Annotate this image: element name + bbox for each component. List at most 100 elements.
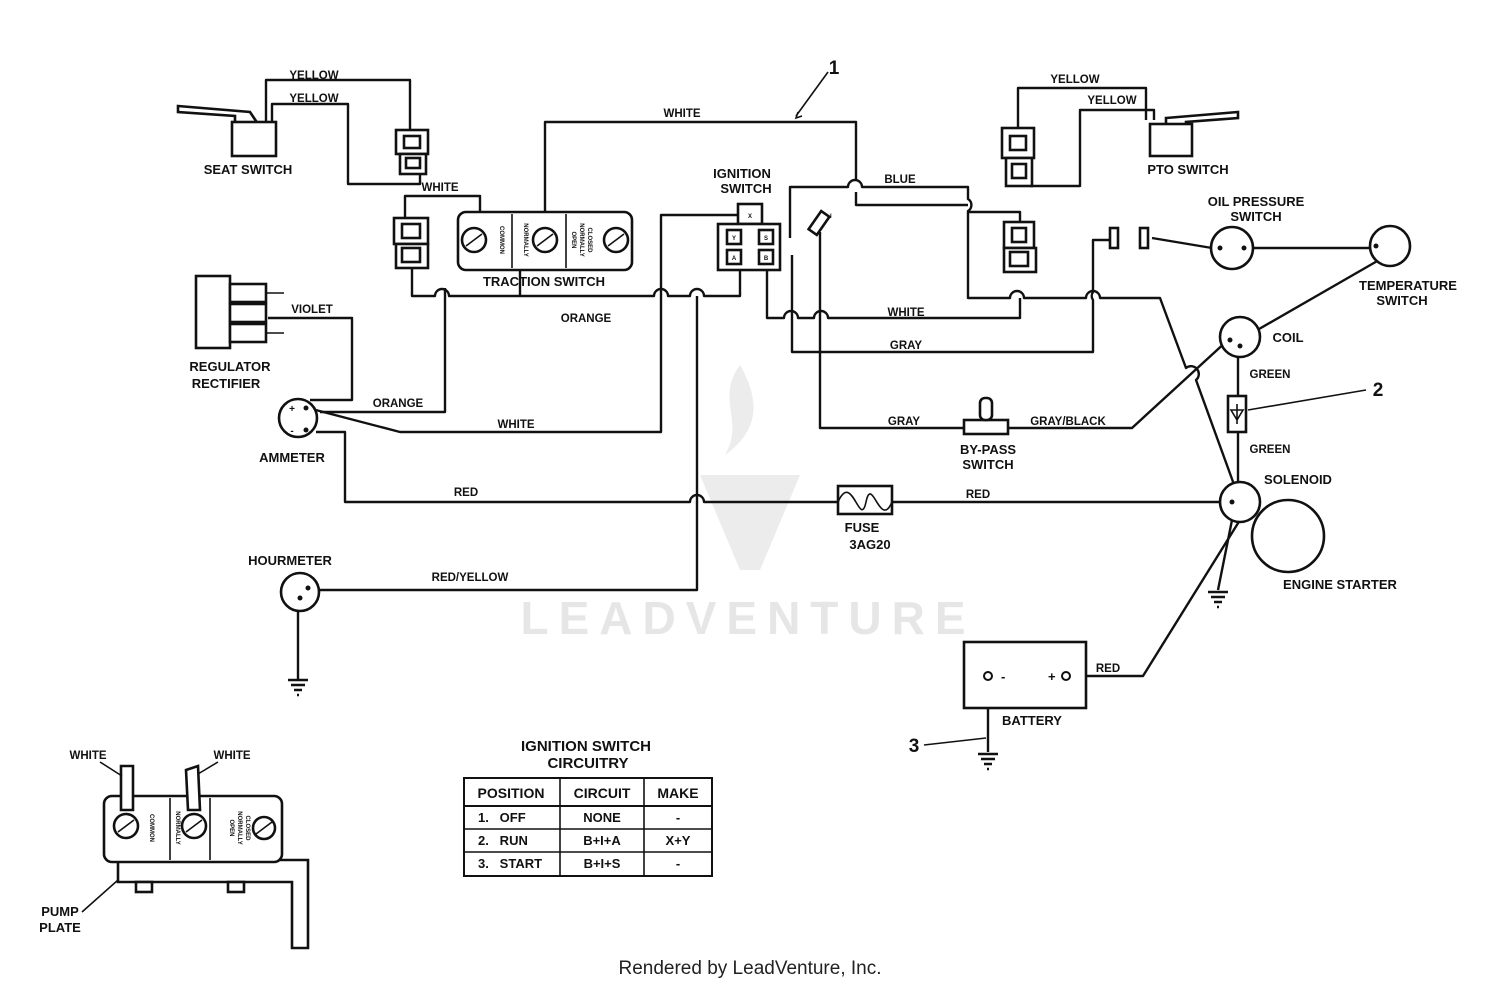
svg-text:NORMALLY: NORMALLY [578,223,584,256]
svg-text:OPEN: OPEN [228,819,234,836]
table-header: MAKE [657,785,698,801]
pump-plate: COMMON NORMALLY OPEN NORMALLY CLOSED WHI… [39,750,310,950]
svg-text:-: - [1001,669,1005,684]
battery-label: BATTERY [1002,713,1062,728]
table-cell: 3. START [478,856,542,871]
callout-2: 2 [1373,380,1384,401]
callout-3: 3 [909,736,920,757]
wires [264,78,1387,752]
svg-text:RECTIFIER: RECTIFIER [192,376,261,391]
bypass-switch: BY-PASS SWITCH [960,396,1016,472]
svg-text:YELLOW: YELLOW [1087,95,1136,107]
table-cell: NONE [583,810,621,825]
temperature-switch: TEMPERATURE SWITCH [1359,224,1457,308]
pto-switch-label: PTO SWITCH [1147,162,1228,177]
svg-text:YELLOW: YELLOW [1050,74,1099,86]
svg-text:RED: RED [1096,663,1120,675]
svg-text:NORMALLY: NORMALLY [522,223,528,256]
seat-connector [394,128,430,176]
svg-text:GRAY: GRAY [888,416,920,428]
pto-connector [1000,126,1036,188]
regulator-label: REGULATOR [189,359,271,374]
svg-text:SWITCH: SWITCH [1230,209,1281,224]
watermark-text: LEADVENTURE [520,592,975,644]
table-cell: X+Y [666,833,691,848]
wire-labels: YELLOW YELLOW YELLOW YELLOW WHITE WHITE … [289,70,1290,675]
ignition-switch: X Y S A B IGNITION SWITCH I [713,166,832,272]
svg-text:ORANGE: ORANGE [373,398,424,410]
table-title: IGNITION SWITCH [521,738,651,755]
svg-text:NORMALLY: NORMALLY [236,811,242,844]
hourmeter-label: HOURMETER [248,553,332,568]
svg-text:S: S [764,236,768,242]
svg-text:YELLOW: YELLOW [289,70,338,82]
fuse-label: FUSE [845,520,880,535]
traction-switch: COMMON NORMALLY OPEN NORMALLY CLOSED TRA… [456,210,634,289]
traction-switch-label: TRACTION SWITCH [483,274,605,289]
svg-text:COMMON: COMMON [148,814,154,842]
ammeter-label: AMMETER [259,450,325,465]
mid-connector [1002,220,1038,274]
battery: - + BATTERY [962,640,1088,728]
hourmeter: HOURMETER [248,553,332,613]
table-cell: - [676,856,680,871]
traction-connector [392,216,430,270]
svg-text:OPEN: OPEN [570,231,576,248]
svg-text:GRAY/BLACK: GRAY/BLACK [1030,416,1106,428]
solenoid-label: SOLENOID [1264,472,1332,487]
svg-text:+: + [289,404,295,415]
engine-starter: ENGINE STARTER [1250,498,1398,592]
ammeter: + - AMMETER [259,397,325,465]
svg-text:SWITCH: SWITCH [962,457,1013,472]
svg-text:SWITCH: SWITCH [720,181,771,196]
table-header: POSITION [478,785,545,801]
svg-text:+: + [1048,669,1056,684]
svg-text:-: - [290,426,293,437]
engine-starter-label: ENGINE STARTER [1283,577,1397,592]
svg-text:RED/YELLOW: RED/YELLOW [432,572,509,584]
seat-switch: SEAT SWITCH [176,104,292,177]
table-cell: B+I+S [584,856,621,871]
bypass-label: BY-PASS [960,442,1016,457]
table-cell: - [676,810,680,825]
svg-text:BLUE: BLUE [884,174,916,186]
table-cell: 2. RUN [478,833,528,848]
pump-plate-label: PUMP [41,904,79,919]
fuse: FUSE 3AG20 [836,484,894,552]
svg-text:WHITE: WHITE [421,182,458,194]
svg-text:CLOSED: CLOSED [586,227,592,253]
svg-text:RED: RED [966,489,990,501]
regulator-rectifier: REGULATOR RECTIFIER [189,274,284,391]
table-cell: 1. OFF [478,810,526,825]
pto-switch: PTO SWITCH [1147,110,1240,177]
svg-text:PLATE: PLATE [39,920,81,935]
svg-text:RED: RED [454,487,478,499]
ignition-switch-label: IGNITION [713,166,771,181]
svg-text:3AG20: 3AG20 [849,537,890,552]
svg-text:SWITCH: SWITCH [1376,293,1427,308]
watermark: LEADVENTURE [520,365,975,644]
svg-text:I: I [830,214,832,220]
svg-text:GREEN: GREEN [1250,444,1291,456]
svg-text:YELLOW: YELLOW [289,93,338,105]
svg-text:WHITE: WHITE [887,307,924,319]
coil: COIL [1218,315,1304,359]
diode [1226,394,1248,434]
svg-text:NORMALLY: NORMALLY [174,811,180,844]
ignition-circuitry-table: IGNITION SWITCH CIRCUITRY POSITION CIRCU… [463,738,713,877]
svg-text:Y: Y [732,236,736,242]
callouts: 1 2 3 [794,58,1384,757]
svg-text:WHITE: WHITE [663,108,700,120]
svg-text:CIRCUITRY: CIRCUITRY [547,755,628,772]
svg-text:CLOSED: CLOSED [244,815,250,841]
svg-text:B: B [764,256,769,262]
credit-footer: Rendered by LeadVenture, Inc. [618,958,882,979]
svg-text:ORANGE: ORANGE [561,313,612,325]
callout-1: 1 [829,58,840,79]
svg-text:GRAY: GRAY [890,340,922,352]
svg-text:COMMON: COMMON [498,226,504,254]
solenoid: SOLENOID [1218,472,1332,524]
svg-text:A: A [732,256,737,262]
ground-symbols [288,590,1228,771]
